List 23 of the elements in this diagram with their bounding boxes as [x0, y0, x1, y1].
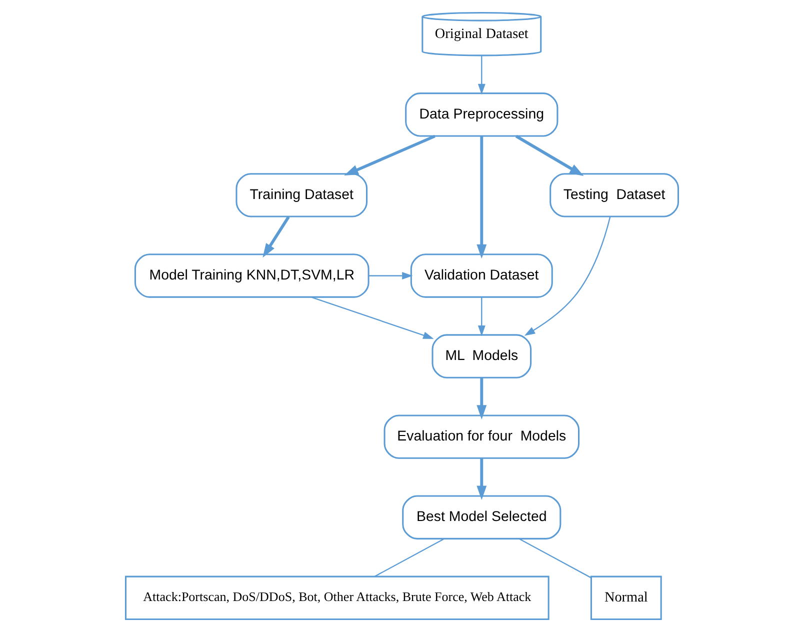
arrow: [524, 216, 611, 336]
arrow: [478, 297, 486, 336]
connector: [518, 538, 592, 578]
node-box: Validation Dataset: [410, 254, 553, 298]
arrow: [262, 216, 290, 258]
node-box: Model Training KNN,DT,SVM,LR: [134, 254, 370, 298]
node-box: Data Preprocessing: [405, 92, 558, 137]
node-box: Attack:Portscan, DoS/DDoS, Bot, Other Attacks, Brute Force, Web Attack: [124, 576, 550, 620]
node-box: Normal: [590, 576, 662, 620]
node-box: Evaluation for four Models: [384, 414, 580, 459]
connector: [374, 538, 444, 577]
arrow: [476, 378, 487, 420]
node-box: Best Model Selected: [402, 495, 562, 540]
arrow: [311, 296, 434, 339]
node-box: Testing Dataset: [550, 173, 680, 218]
arrow: [344, 134, 436, 176]
node-box: Training Dataset: [236, 173, 368, 218]
arrow: [515, 134, 584, 176]
arrow: [476, 458, 487, 500]
arrow: [368, 272, 413, 280]
arrow: [478, 56, 486, 95]
arrow: [476, 136, 487, 259]
node-box: ML Models: [432, 334, 532, 378]
